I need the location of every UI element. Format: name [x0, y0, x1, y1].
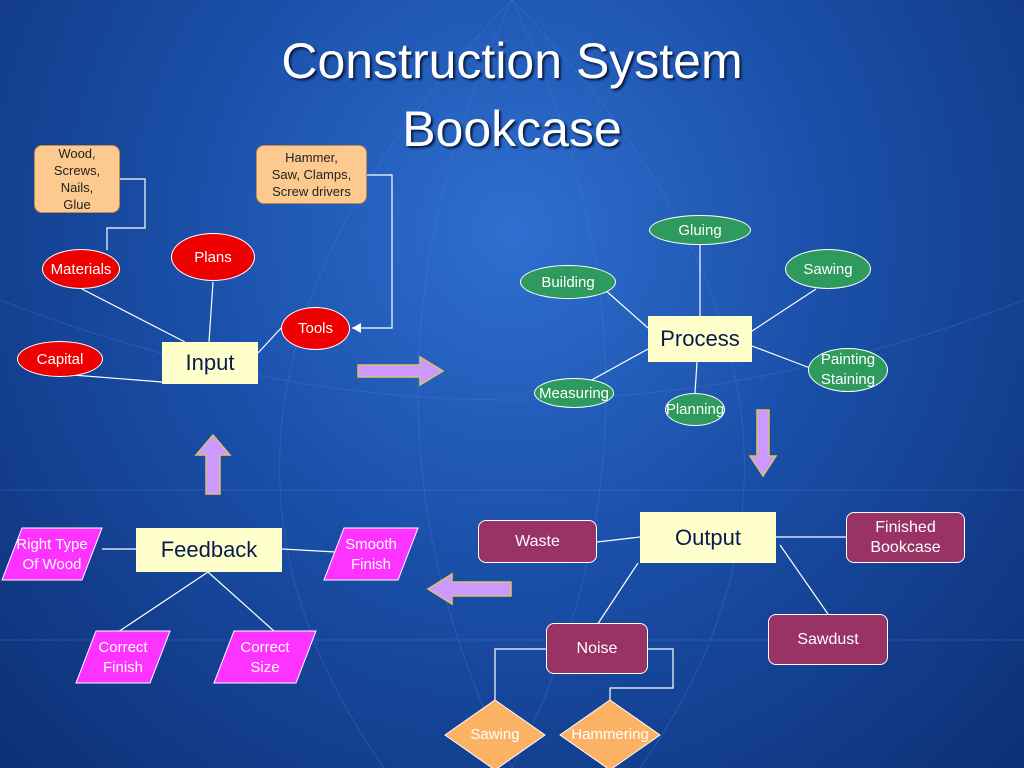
materials-note: Wood, Screws, Nails, Glue	[34, 145, 120, 213]
output-box: Output	[640, 512, 776, 563]
planning-ellipse: Planning	[665, 393, 725, 426]
feedback-shapes	[1, 527, 419, 684]
feedback-connectors	[102, 548, 337, 633]
smooth-finish-label: Smooth Finish	[345, 536, 397, 573]
plans-ellipse: Plans	[171, 233, 255, 281]
correct-size-shape	[213, 630, 317, 684]
noise-box: Noise	[546, 623, 648, 674]
correct-finish-shape	[75, 630, 171, 684]
tools-ellipse: Tools	[281, 307, 350, 350]
hammering-diamond-label: Hammering	[571, 726, 649, 743]
sawdust-box: Sawdust	[768, 614, 888, 665]
sawing-diamond-label: Sawing	[470, 726, 520, 743]
correct-finish-label: Correct Finish	[98, 639, 148, 676]
feedback-box: Feedback	[136, 528, 282, 572]
flow-arrows	[194, 355, 778, 606]
materials-ellipse: Materials	[42, 249, 120, 289]
sawing-diamond	[444, 699, 546, 768]
arrow-right-icon	[357, 355, 445, 387]
arrow-left-icon	[426, 572, 512, 606]
finished-bookcase-box: Finished Bookcase	[846, 512, 965, 563]
tools-note: Hammer, Saw, Clamps, Screw drivers	[256, 145, 367, 204]
sawing-ellipse: Sawing	[785, 249, 871, 289]
waste-box: Waste	[478, 520, 597, 563]
smooth-finish-shape	[323, 527, 419, 581]
hammering-diamond	[559, 699, 661, 768]
measuring-ellipse: Measuring	[534, 378, 614, 408]
building-ellipse: Building	[520, 265, 616, 299]
process-box: Process	[648, 316, 752, 362]
arrow-down-icon	[748, 409, 778, 478]
arrow-up-icon	[194, 433, 232, 495]
process-connectors	[587, 245, 817, 394]
slide-title-line-2: Bookcase	[402, 101, 622, 157]
right-type-shape	[1, 527, 103, 581]
output-connectors	[494, 536, 846, 700]
gluing-ellipse: Gluing	[649, 215, 751, 245]
painting-staining-ellipse: Painting Staining	[808, 348, 888, 392]
right-type-label: Right Type Of Wood	[16, 536, 88, 573]
tools-arrowhead	[352, 323, 361, 333]
noise-shapes	[444, 699, 661, 768]
capital-ellipse: Capital	[17, 341, 103, 377]
correct-size-label: Correct Size	[240, 639, 290, 676]
slide-title-line-1: Construction System	[281, 33, 743, 89]
input-box: Input	[162, 342, 258, 384]
